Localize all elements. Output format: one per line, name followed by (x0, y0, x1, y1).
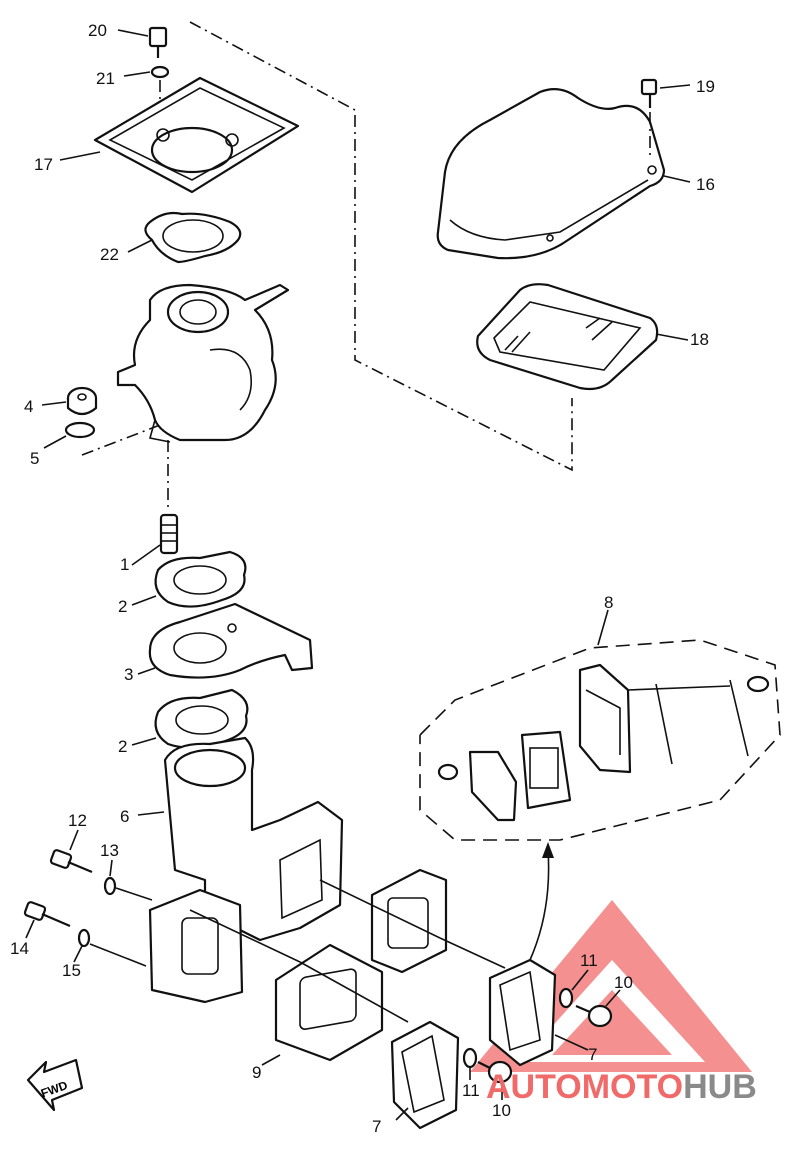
gasket-9-front (274, 943, 384, 1062)
callout-14: 14 (10, 939, 29, 958)
callout-15: 15 (62, 961, 81, 980)
callout-9: 9 (252, 1063, 261, 1082)
callout-5: 5 (30, 449, 39, 468)
callout-10-upper: 10 (614, 973, 633, 992)
reed-assembly-8 (437, 663, 770, 822)
stud-1 (159, 513, 179, 555)
callout-8: 8 (604, 593, 613, 612)
explode-arrowhead (542, 842, 554, 858)
callout-6: 6 (120, 807, 129, 826)
filter-element-18 (476, 283, 659, 391)
callout-22: 22 (100, 245, 119, 264)
silencer-cover-16 (436, 87, 666, 260)
watermark-hub: HUB (683, 1068, 757, 1106)
gasket-2-lower (154, 688, 249, 749)
callout-11-upper: 11 (580, 951, 598, 970)
reed-valve-7-upper (488, 958, 557, 1067)
callout-21: 21 (96, 69, 115, 88)
washer-15 (77, 928, 91, 948)
callout-17: 17 (34, 155, 53, 174)
svg-text:AUTOMOTOHUB: AUTOMOTOHUB (486, 1068, 757, 1106)
cover-plate-17 (93, 76, 300, 194)
callout-16: 16 (696, 175, 715, 194)
reed-assembly-boundary (419, 639, 781, 841)
washer-11-lower (462, 1047, 478, 1069)
callout-4: 4 (24, 397, 33, 416)
gasket-22 (144, 211, 242, 264)
intake-manifold-6 (148, 736, 344, 1004)
leader-lines (25, 29, 691, 1121)
washer-21 (150, 65, 170, 79)
callout-7-lower: 7 (372, 1117, 381, 1136)
callout-11-lower: 11 (462, 1081, 480, 1100)
callout-labels: 20 21 17 22 4 5 1 2 3 2 6 12 13 14 15 9 … (10, 21, 715, 1136)
fwd-arrow: FWD (26, 1058, 84, 1112)
watermark-auto: AUTO (486, 1068, 582, 1106)
callout-20: 20 (88, 21, 107, 40)
bolt-20 (148, 26, 168, 58)
callout-2-upper: 2 (118, 597, 127, 616)
reed-valve-7-lower (390, 1020, 460, 1130)
assembly-line-washer (81, 424, 161, 456)
assembly-line-top (189, 21, 573, 472)
rubber-mount-4 (66, 386, 98, 416)
callout-13: 13 (100, 841, 119, 860)
bolt-14 (23, 901, 71, 928)
gasket-2-upper (154, 550, 247, 608)
callout-3: 3 (124, 665, 133, 684)
explode-arrow (529, 849, 550, 961)
plate-3 (148, 602, 314, 679)
screw-10-upper (575, 1004, 613, 1028)
callout-7-upper: 7 (588, 1045, 597, 1064)
washer-11-upper (558, 987, 574, 1009)
callout-1: 1 (120, 555, 129, 574)
callout-10-lower: 10 (492, 1101, 511, 1120)
washer-13 (103, 876, 117, 896)
washer-5 (64, 421, 96, 439)
screw-10-lower (477, 1060, 513, 1084)
callout-19: 19 (696, 77, 715, 96)
watermark-moto: MOTO (582, 1068, 683, 1106)
bolt-12 (49, 849, 93, 874)
watermark-text: AUTOMOTOHUB (486, 1068, 757, 1106)
gasket-9-back (370, 868, 448, 974)
callout-2-lower: 2 (118, 737, 127, 756)
bolt-19 (640, 78, 658, 108)
watermark-triangle-core (552, 990, 672, 1055)
carburetor-body (116, 283, 290, 443)
callout-12: 12 (68, 811, 87, 830)
callout-18: 18 (690, 330, 709, 349)
